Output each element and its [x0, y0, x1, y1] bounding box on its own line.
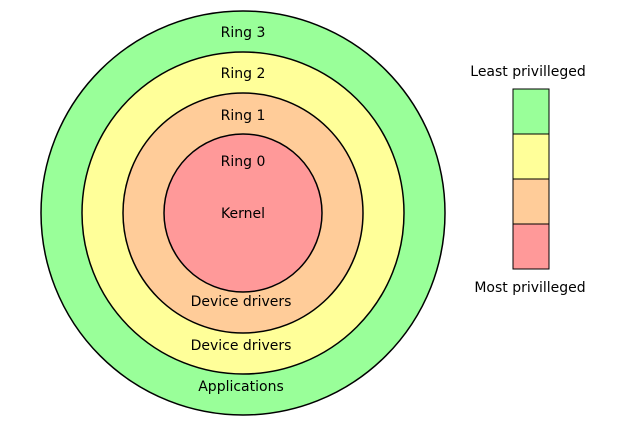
ring-2-label: Ring 2	[221, 66, 266, 82]
ring-0-circle	[163, 133, 323, 293]
legend-swatch-ring1	[512, 178, 550, 225]
ring-3-label: Ring 3	[221, 25, 266, 41]
ring-0-label: Ring 0	[221, 154, 266, 170]
ring-2-description: Device drivers	[191, 338, 292, 354]
ring-3-description: Applications	[198, 379, 284, 395]
kernel-label: Kernel	[221, 206, 265, 222]
ring-1-label: Ring 1	[221, 108, 266, 124]
legend-swatch-ring3	[512, 88, 550, 135]
legend-bottom-label: Most privilleged	[474, 280, 585, 296]
ring-1-description: Device drivers	[191, 294, 292, 310]
legend-top-label: Least privilleged	[470, 64, 585, 80]
legend-swatch-ring2	[512, 133, 550, 180]
legend-swatch-ring0	[512, 223, 550, 270]
